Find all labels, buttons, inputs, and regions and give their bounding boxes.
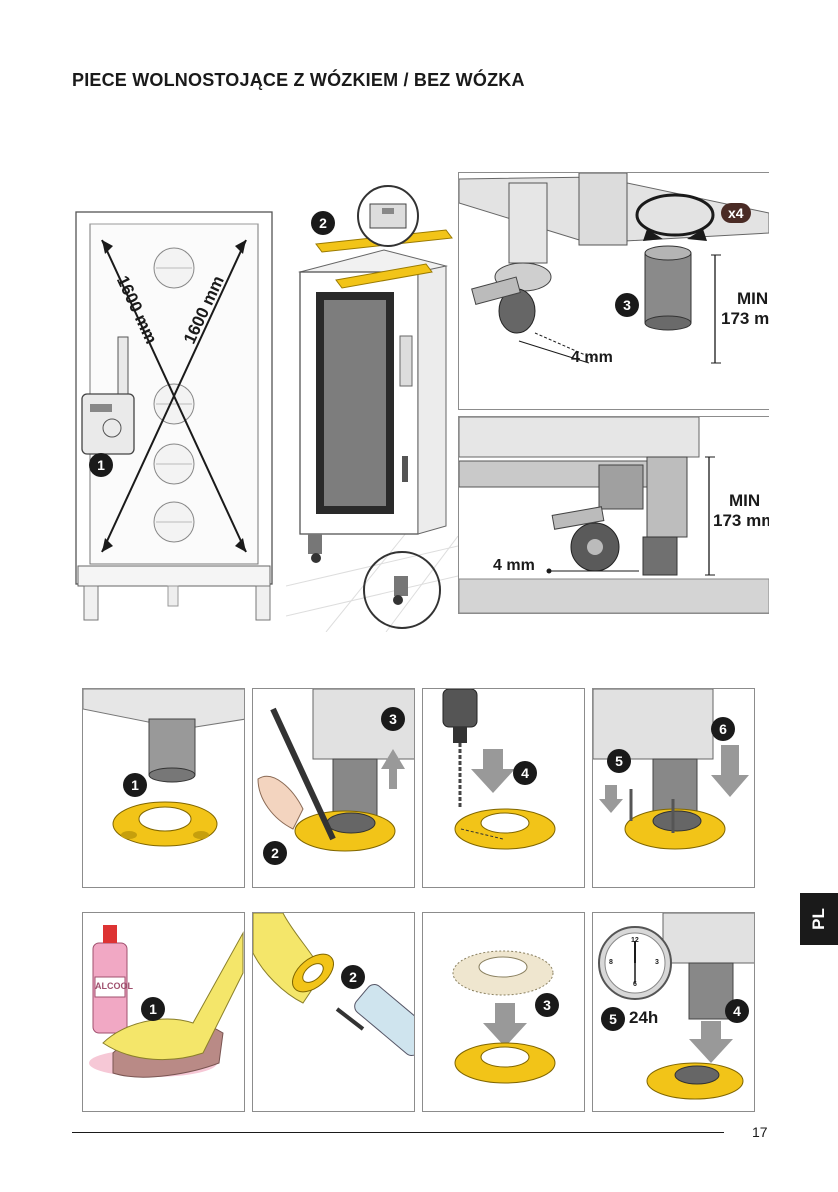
- gap-label-upper: 4 mm: [571, 349, 613, 366]
- multiplier-badge: x4: [721, 203, 751, 223]
- row2-panel-3: 3: [422, 912, 585, 1112]
- row2-p4-badge-4: 4: [725, 999, 749, 1023]
- clock-number-9: 8: [609, 959, 613, 966]
- oven-diagonal-figure: 1600 mm 1600 mm 1: [72, 182, 286, 630]
- clock-number-6: 6: [633, 981, 637, 988]
- row2-p4-badge-5: 5: [601, 1007, 625, 1031]
- row1-p2-badge-3: 3: [381, 707, 405, 731]
- height-label-upper: 173 mm: [721, 309, 769, 328]
- footer-divider: [72, 1132, 724, 1133]
- row1-p4-badge-6: 6: [711, 717, 735, 741]
- clock-number-3: 3: [655, 959, 659, 966]
- caster-detail-figure: x4 3 MIN 173 mm 4 mm: [458, 172, 769, 410]
- gap-label-lower: 4 mm: [493, 557, 535, 574]
- row1-p2-badge-2: 2: [263, 841, 287, 865]
- row2-panel-1: ALCOOL 1: [82, 912, 245, 1112]
- language-tab: PL: [800, 893, 838, 945]
- row1-p3-badge-4: 4: [513, 761, 537, 785]
- row2-p2-badge-2: 2: [341, 965, 365, 989]
- row2-panel-4: 12 3 6 8 5 24h 4: [592, 912, 755, 1112]
- wait-time-label: 24h: [629, 1008, 659, 1027]
- bottle-label: ALCOOL: [95, 981, 133, 991]
- row1-panel-3: 4: [422, 688, 585, 888]
- clock-number-12: 12: [631, 937, 639, 944]
- oven-level-figure: 2: [286, 166, 458, 632]
- row1-p1-badge-1: 1: [123, 773, 147, 797]
- min-label-lower: MIN: [729, 491, 761, 510]
- min-label-upper: MIN: [737, 289, 769, 308]
- row2-p3-badge-3: 3: [535, 993, 559, 1017]
- row2-p1-badge-1: 1: [141, 997, 165, 1021]
- page-title: PIECE WOLNOSTOJĄCE Z WÓZKIEM / BEZ WÓZKA: [72, 70, 525, 90]
- row1-panel-2: 2 3: [252, 688, 415, 888]
- side-view-figure: MIN 173 mm 4 mm: [458, 416, 769, 614]
- page-number: 17: [752, 1124, 768, 1140]
- step-badge-1: 1: [89, 453, 113, 477]
- language-tab-label: PL: [809, 908, 828, 930]
- step-badge-3: 3: [615, 293, 639, 317]
- row1-panel-4: 5 6: [592, 688, 755, 888]
- height-label-lower: 173 mm: [713, 511, 769, 530]
- row2-panel-2: 2: [252, 912, 415, 1112]
- step-badge-2: 2: [311, 211, 335, 235]
- row1-panel-1: 1: [82, 688, 245, 888]
- row1-p4-badge-5: 5: [607, 749, 631, 773]
